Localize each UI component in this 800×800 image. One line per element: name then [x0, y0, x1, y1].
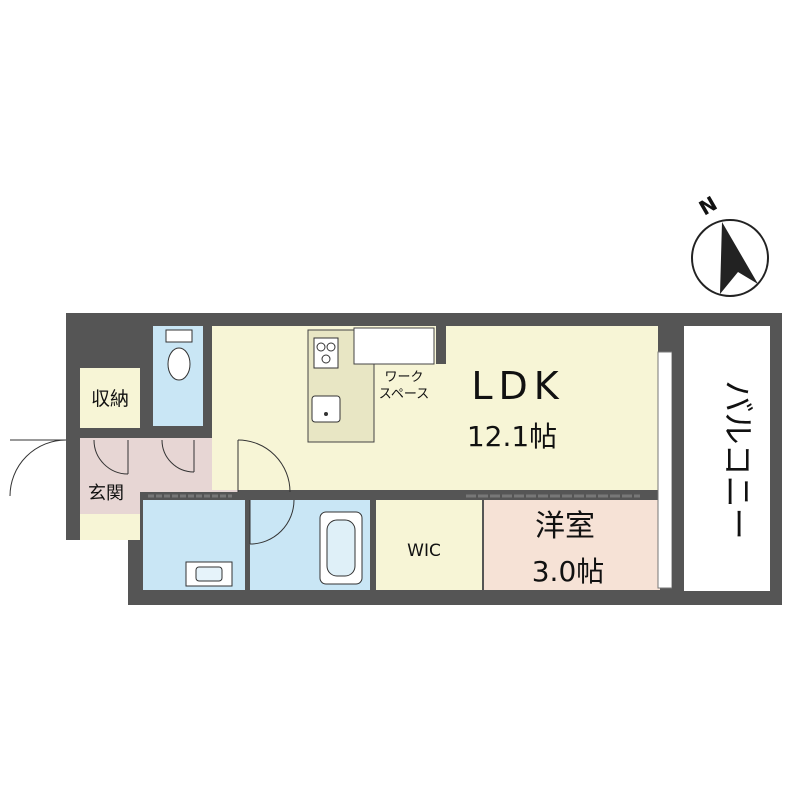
- ldk-door: [237, 439, 291, 493]
- entrance: [80, 438, 140, 514]
- kitchen-sink-icon: [311, 395, 341, 423]
- washroom-door: [249, 499, 295, 545]
- work-space-label-2: スペース: [379, 387, 429, 402]
- front-door: [9, 439, 67, 497]
- bathtub-icon: [319, 511, 363, 585]
- ldk-label: LDK: [471, 364, 564, 408]
- stove-icon: [313, 337, 339, 369]
- storage-label: 収納: [91, 388, 129, 410]
- work-space-shelf: [353, 327, 435, 365]
- ldk-room: [212, 326, 658, 490]
- washbasin-icon: [185, 561, 233, 587]
- north-arrow-icon: [691, 219, 769, 297]
- toilet-icon: [165, 329, 193, 381]
- western-room-label: 洋室: [535, 509, 595, 544]
- wic-room: [376, 500, 482, 590]
- ldk-size: 12.1帖: [467, 420, 557, 453]
- window-frame: [657, 351, 673, 589]
- north-label: N: [695, 191, 722, 220]
- entrance-floor: [80, 514, 140, 540]
- western-room-size: 3.0帖: [532, 555, 605, 588]
- balcony-label: バルコニー: [719, 380, 757, 539]
- toilet-door: [161, 439, 195, 473]
- ldk-column: [436, 318, 446, 364]
- work-space-label-1: ワーク: [384, 370, 423, 385]
- entrance-door: [93, 439, 129, 475]
- entrance-label: 玄関: [88, 483, 124, 504]
- storage: [80, 368, 140, 428]
- balcony-floor: [684, 326, 770, 591]
- wic-label: WIC: [407, 541, 441, 561]
- western-room: [484, 500, 660, 590]
